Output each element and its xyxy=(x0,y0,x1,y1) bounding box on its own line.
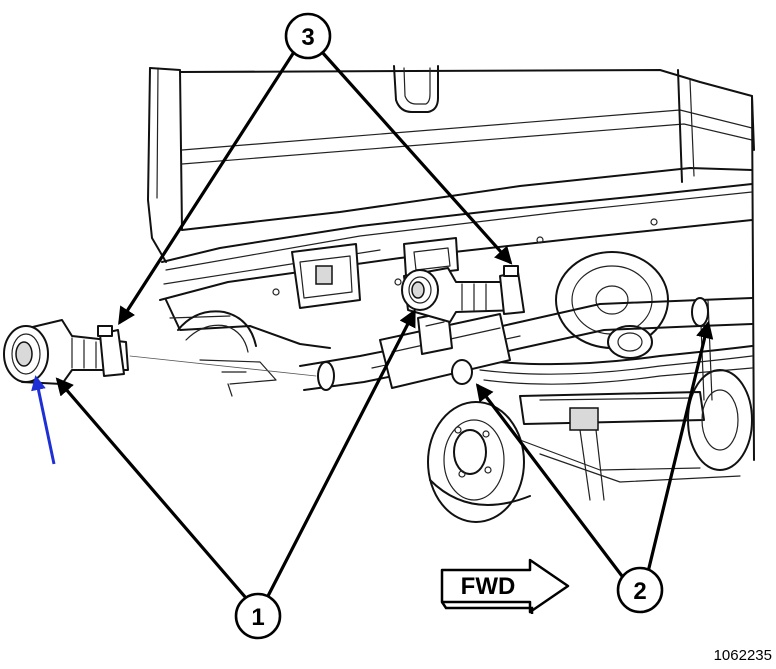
rear-axle-assembly xyxy=(427,251,753,523)
exhaust-pipe xyxy=(129,297,753,391)
leader-3-right xyxy=(320,50,513,265)
fwd-label: FWD xyxy=(461,573,516,600)
callout-leaders xyxy=(55,50,714,600)
leader-2-right xyxy=(646,320,714,574)
leader-2-left xyxy=(475,383,624,578)
callout-1-label: 1 xyxy=(251,604,264,631)
annotation-arrow xyxy=(31,375,56,465)
callout-2-label: 2 xyxy=(633,578,646,605)
callout-3: 3 xyxy=(284,12,332,60)
fwd-direction-arrow: FWD xyxy=(440,558,570,614)
leader-1-left xyxy=(55,377,248,600)
figure-number: 1062235 xyxy=(714,647,772,664)
leader-3-left xyxy=(118,50,296,325)
exhaust-tip-left xyxy=(3,319,129,385)
callout-1: 1 xyxy=(234,592,282,640)
left-wheel-well xyxy=(177,310,277,397)
rear-bumper xyxy=(159,183,753,349)
callout-2: 2 xyxy=(616,566,664,614)
leader-1-right xyxy=(266,308,416,598)
callout-3-label: 3 xyxy=(301,24,314,51)
exhaust-tip-center xyxy=(401,265,525,323)
vehicle-body xyxy=(147,65,755,461)
